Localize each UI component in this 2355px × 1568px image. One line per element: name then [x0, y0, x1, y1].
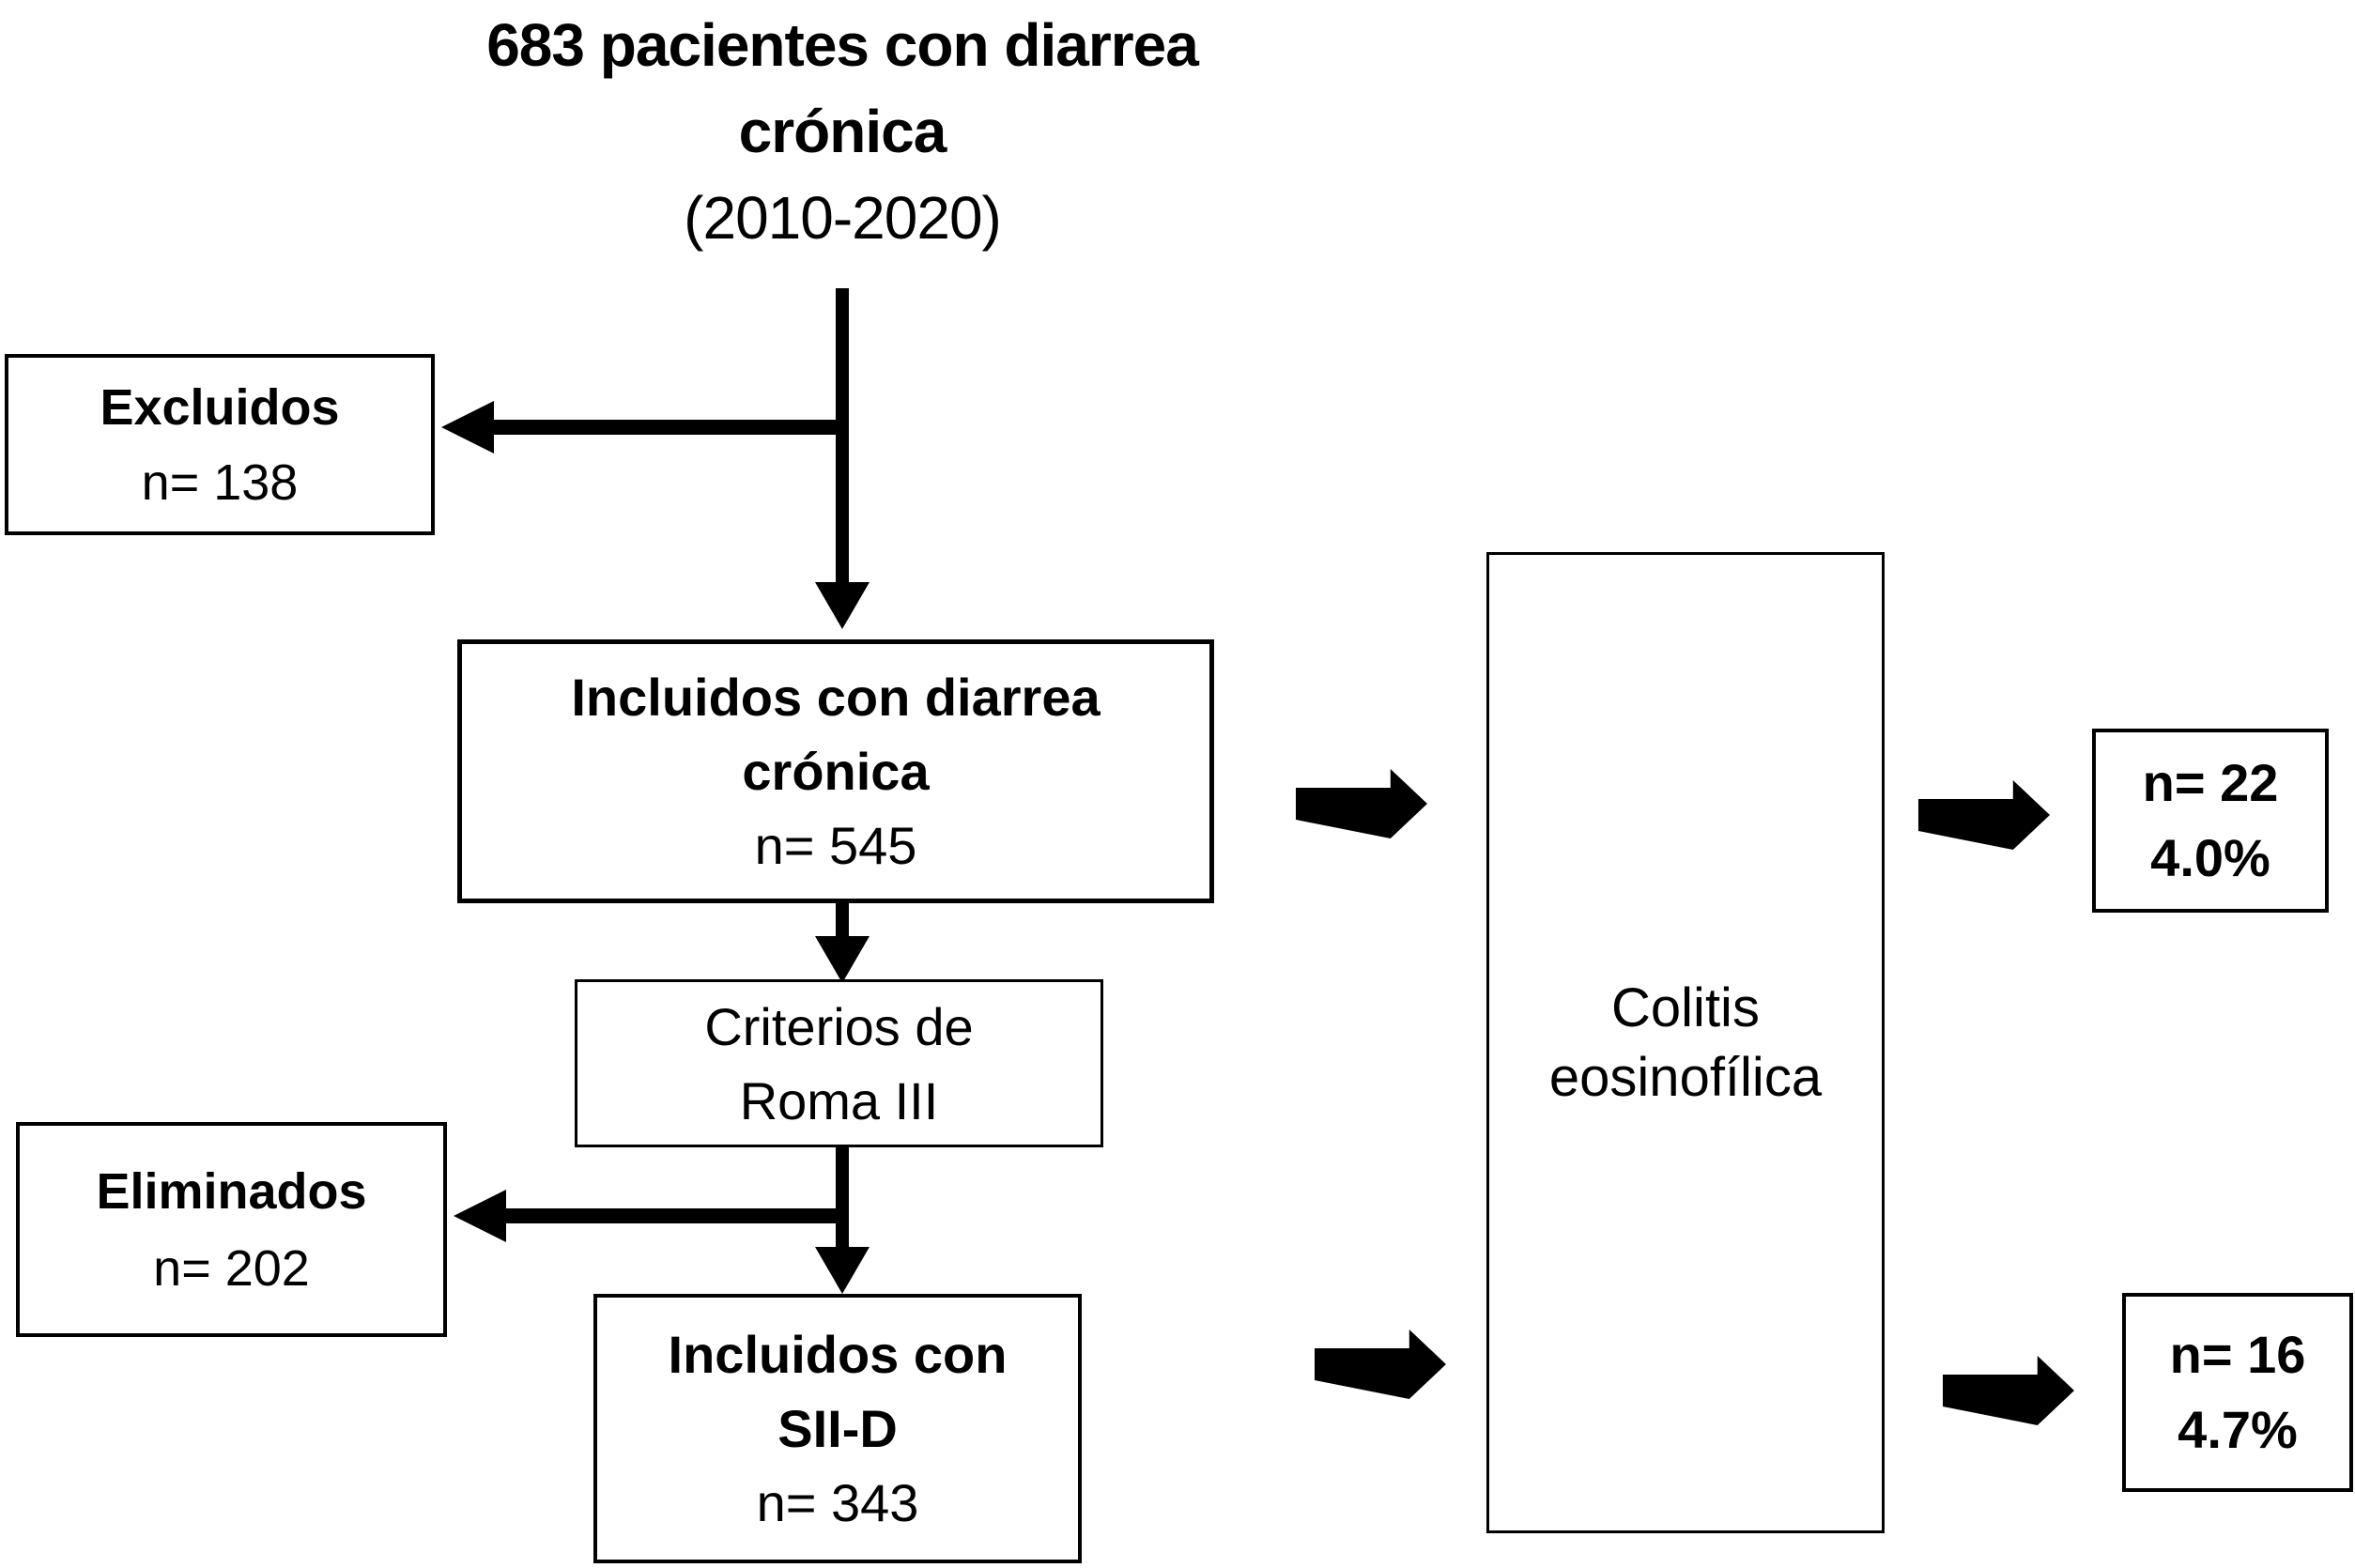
incluidos-siid-count: n= 343 [756, 1473, 919, 1532]
criterios-roma-box: Criterios de Roma III [575, 979, 1103, 1147]
colitis-line1: Colitis [1611, 976, 1760, 1038]
resultado-inferior-count: n= 16 [2169, 1325, 2306, 1384]
connector-to-eliminados [502, 1208, 849, 1223]
colitis-line2: eosinofílica [1548, 1046, 1823, 1108]
arrow-left-icon [441, 401, 494, 453]
resultado-inferior-percent: 4.7% [2178, 1400, 2298, 1459]
connector-incluidos-to-criterios [836, 903, 849, 941]
incluidos-diarrea-line2: crónica [742, 742, 930, 801]
incluidos-diarrea-line1: Incluidos con diarrea [571, 668, 1101, 727]
connector-to-excluidos [490, 420, 849, 435]
incluidos-diarrea-count: n= 545 [754, 816, 917, 875]
diagram-title: 683 pacientes con diarrea crónica (2010-… [279, 2, 1406, 261]
title-line-1: 683 pacientes con diarrea [486, 11, 1199, 79]
excluidos-count: n= 138 [141, 453, 299, 511]
excluidos-label: Excluidos [100, 378, 340, 436]
eliminados-box: Eliminados n= 202 [16, 1122, 447, 1337]
connector-title-to-incluidos [836, 288, 849, 584]
title-line-3: (2010-2020) [684, 184, 1002, 252]
excluidos-box: Excluidos n= 138 [5, 354, 435, 535]
arrow-down-icon [815, 936, 870, 983]
resultado-superior-box: n= 22 4.0% [2092, 729, 2329, 913]
arrow-down-icon [815, 582, 870, 629]
eliminados-count: n= 202 [153, 1239, 310, 1297]
incluidos-siid-box: Incluidos con SII-D n= 343 [593, 1294, 1082, 1563]
arrow-right-icon [1918, 780, 2050, 850]
incluidos-siid-line1: Incluidos con [668, 1325, 1008, 1384]
colitis-eosinofilica-box: Colitis eosinofílica [1486, 552, 1885, 1533]
connector-criterios-to-siid [836, 1147, 849, 1251]
incluidos-siid-line2: SII-D [777, 1399, 898, 1458]
arrow-right-icon [1315, 1330, 1446, 1399]
arrow-right-icon [1943, 1356, 2074, 1425]
incluidos-diarrea-box: Incluidos con diarrea crónica n= 545 [457, 639, 1214, 903]
criterios-line2: Roma III [739, 1070, 939, 1130]
resultado-inferior-box: n= 16 4.7% [2122, 1293, 2353, 1492]
arrow-left-icon [454, 1190, 506, 1242]
resultado-superior-count: n= 22 [2142, 753, 2279, 812]
criterios-line1: Criterios de [704, 996, 974, 1056]
arrow-down-icon [815, 1247, 870, 1294]
resultado-superior-percent: 4.0% [2150, 828, 2270, 887]
arrow-right-icon [1296, 769, 1427, 838]
eliminados-label: Eliminados [96, 1162, 367, 1220]
title-line-2: crónica [738, 98, 947, 165]
